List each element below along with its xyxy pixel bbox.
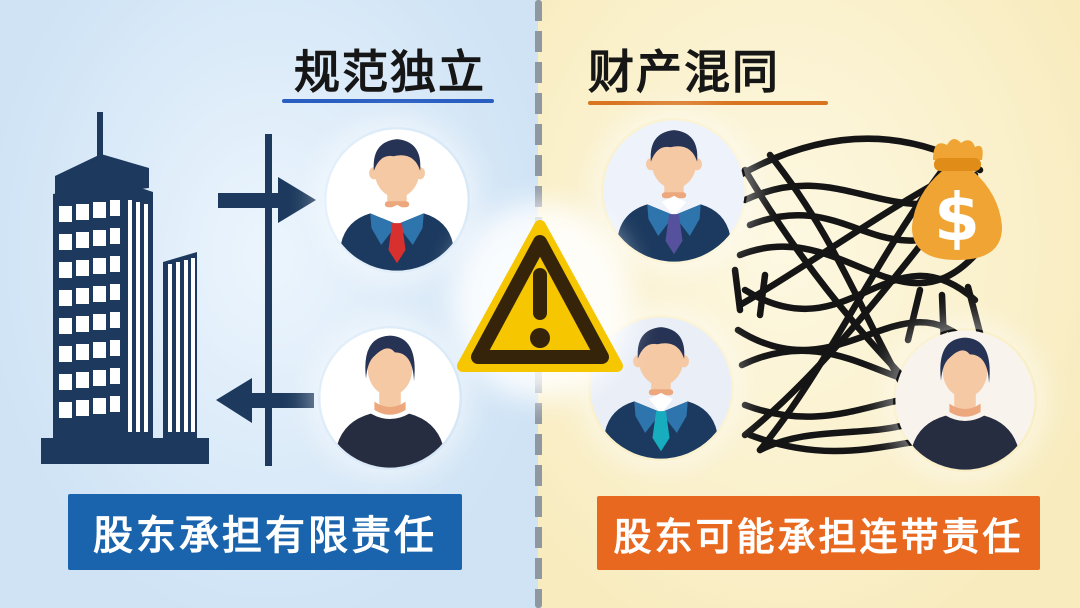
- shareholder-casual: [320, 328, 460, 468]
- left-title-underline: [282, 99, 494, 103]
- warning-triangle-icon: [457, 220, 623, 372]
- shareholder-casual-2: [895, 330, 1035, 470]
- right-title: 财产混同: [588, 46, 780, 98]
- right-banner: 股东可能承担连带责任: [597, 496, 1040, 570]
- money-bag-icon: $: [911, 138, 1003, 260]
- company-building-icon: [41, 112, 209, 464]
- left-banner: 股东承担有限责任: [68, 494, 462, 570]
- shareholder-suit-purple-tie: [603, 120, 745, 264]
- left-title: 规范独立: [294, 46, 486, 98]
- two-way-separation-arrows-icon: [216, 134, 316, 466]
- shareholder-suit-teal-tie: [590, 317, 732, 461]
- shareholder-suit-red-tie: [326, 129, 468, 273]
- right-title-underline: [588, 101, 828, 105]
- dollar-sign: $: [934, 179, 980, 256]
